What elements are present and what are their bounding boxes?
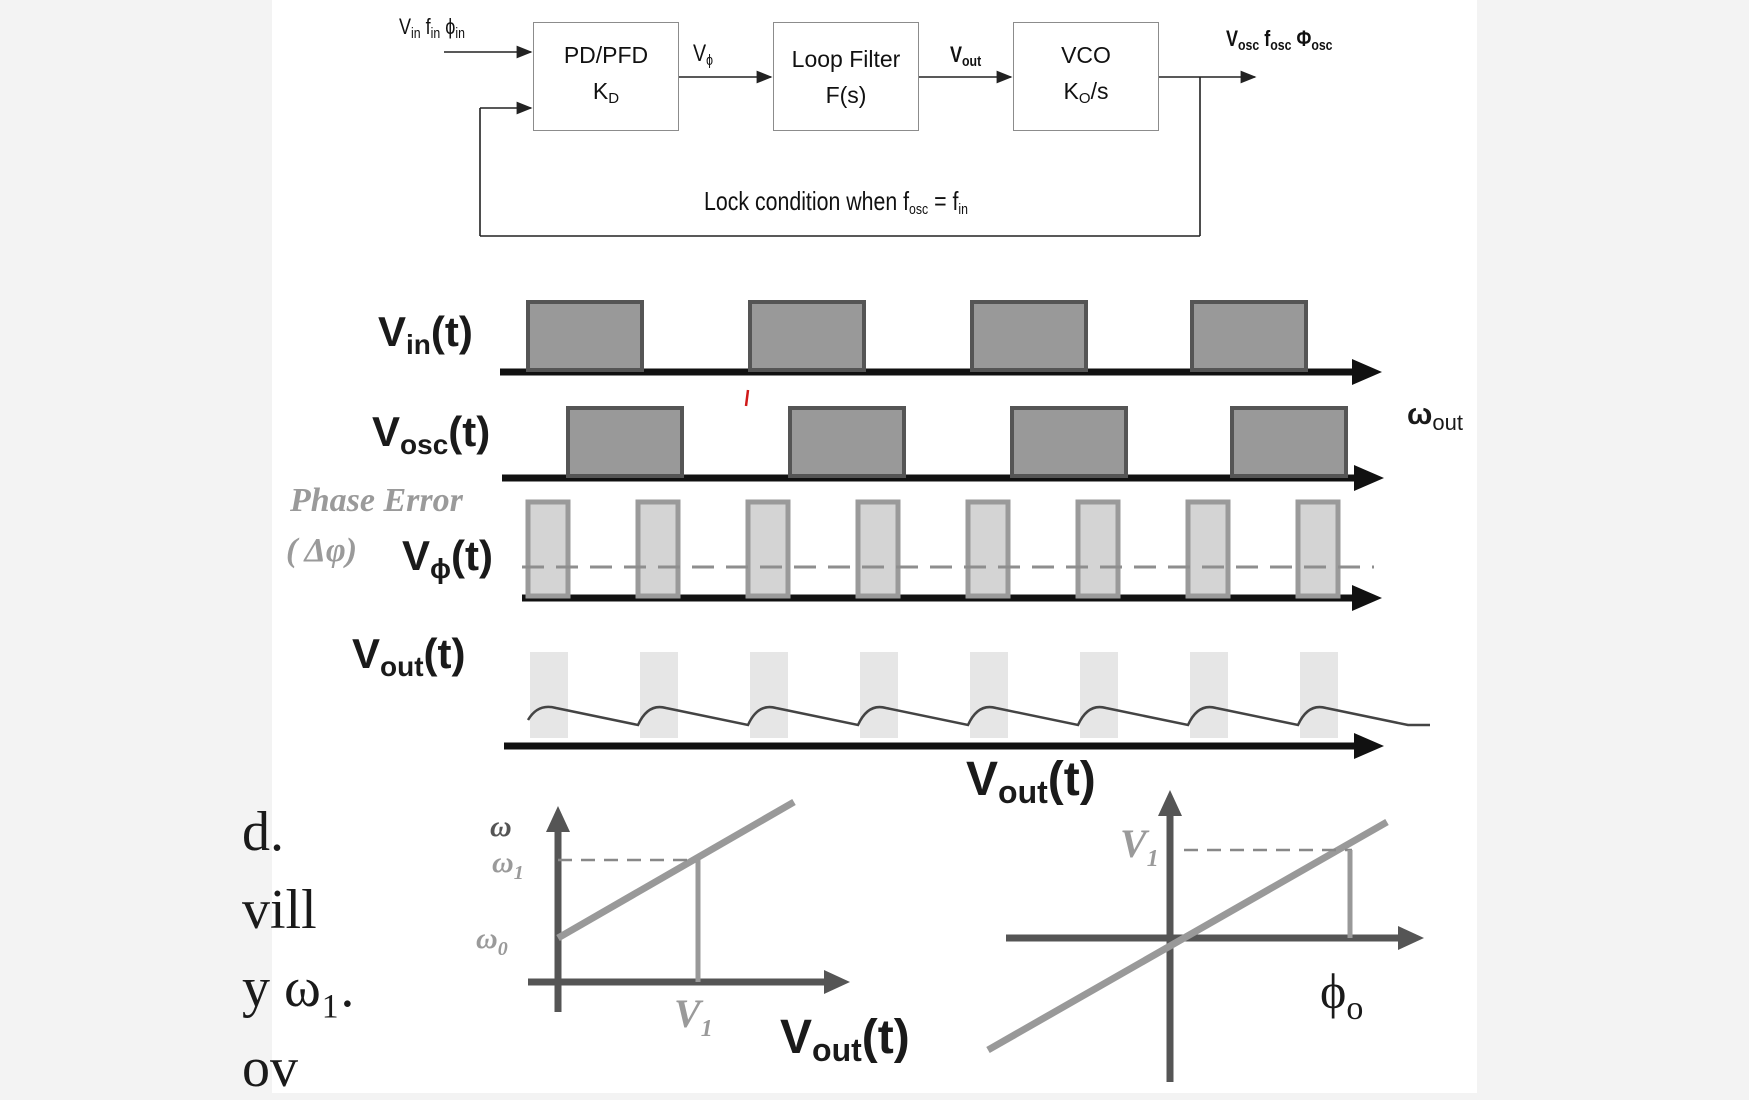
vout-bar-1 — [530, 652, 568, 738]
vout-bar-2 — [640, 652, 678, 738]
vphi-pulse-2 — [635, 499, 681, 599]
vout-bar-5 — [970, 652, 1008, 738]
vphi-time-axis-head — [1352, 585, 1382, 611]
pd-x-axis-head — [1398, 926, 1424, 950]
vco-graph-x-label: Vout(t) — [780, 1011, 910, 1068]
phase-error-label: Phase Error — [290, 482, 463, 519]
vout-bar-6 — [1080, 652, 1118, 738]
delta-phi-label: ( Δφ) — [286, 532, 358, 569]
omega0-label: ω0 — [476, 922, 508, 960]
vphi-waveform-label: Vϕ(t) — [402, 532, 493, 584]
side-text-line-2: vill — [242, 879, 317, 941]
vosc-pulse-4 — [1230, 406, 1348, 478]
lock-condition-text: Lock condition when fosc = fin — [704, 186, 968, 218]
omega1-label: ω1 — [492, 846, 524, 884]
vosc-time-axis-head — [1354, 465, 1384, 491]
phi-zero-label: ϕo — [1320, 963, 1364, 1027]
vco-block: VCO KO/s — [1013, 22, 1159, 131]
vphi-pulse-1 — [525, 499, 571, 599]
diagram-lines — [444, 45, 1430, 1082]
phase-detector-block: PD/PFD KD — [533, 22, 679, 131]
vin-waveform-label: Vin(t) — [378, 308, 473, 360]
diagram-canvas: Vin fin ϕin PD/PFD KD Vϕ Loop Filter F(s… — [242, 0, 1477, 1099]
pd-v1-label: V1 — [1120, 821, 1159, 872]
vout-time-axis-head — [1354, 733, 1384, 759]
vphi-pulse-6 — [1075, 499, 1121, 599]
pd-graph-y-label: Vout(t) — [966, 753, 1096, 810]
side-text-line-4: ov — [242, 1037, 298, 1099]
input-signal-label: Vin fin ϕin — [399, 14, 465, 42]
vosc-pulse-2 — [788, 406, 906, 478]
vco-y-axis-head — [546, 806, 570, 832]
vout-bar-7 — [1190, 652, 1228, 738]
vphi-pulse-4 — [855, 499, 901, 599]
vout-signal-label: Vout — [950, 42, 982, 70]
vco-v1-label: V1 — [674, 991, 713, 1042]
output-signal-label: Vosc fosc Φosc — [1226, 26, 1333, 54]
vosc-waveform-label: Vosc(t) — [372, 408, 491, 460]
omega-out-label: ωout — [1407, 398, 1463, 435]
red-tick-mark — [744, 389, 750, 407]
vphi-pulse-7 — [1185, 499, 1231, 599]
vphi-pulse-3 — [745, 499, 791, 599]
side-text-line-1: d. — [242, 801, 284, 863]
vout-waveform-label: Vout(t) — [352, 630, 466, 682]
side-text-line-3: y ω₁. — [242, 957, 355, 1019]
vosc-pulse-1 — [566, 406, 684, 478]
vco-graph-y-label: ω — [490, 810, 512, 843]
vout-bar-8 — [1300, 652, 1338, 738]
vin-pulse-1 — [526, 300, 644, 372]
vphi-signal-label: Vϕ — [693, 40, 714, 69]
loop-filter-block: Loop Filter F(s) — [773, 22, 919, 131]
vout-bar-3 — [750, 652, 788, 738]
pd-y-axis-head — [1158, 790, 1182, 816]
vphi-pulse-8 — [1295, 499, 1341, 599]
vout-ripple-wave — [526, 705, 1430, 727]
pd-transfer-line — [986, 818, 1389, 1054]
vout-bar-4 — [860, 652, 898, 738]
vin-pulse-3 — [970, 300, 1088, 372]
vin-pulse-2 — [748, 300, 866, 372]
vin-pulse-4 — [1190, 300, 1308, 372]
vphi-pulse-5 — [965, 499, 1011, 599]
vco-transfer-line — [556, 798, 796, 942]
vosc-pulse-3 — [1010, 406, 1128, 478]
vco-x-axis-head — [824, 970, 850, 994]
vin-time-axis-head — [1352, 359, 1382, 385]
